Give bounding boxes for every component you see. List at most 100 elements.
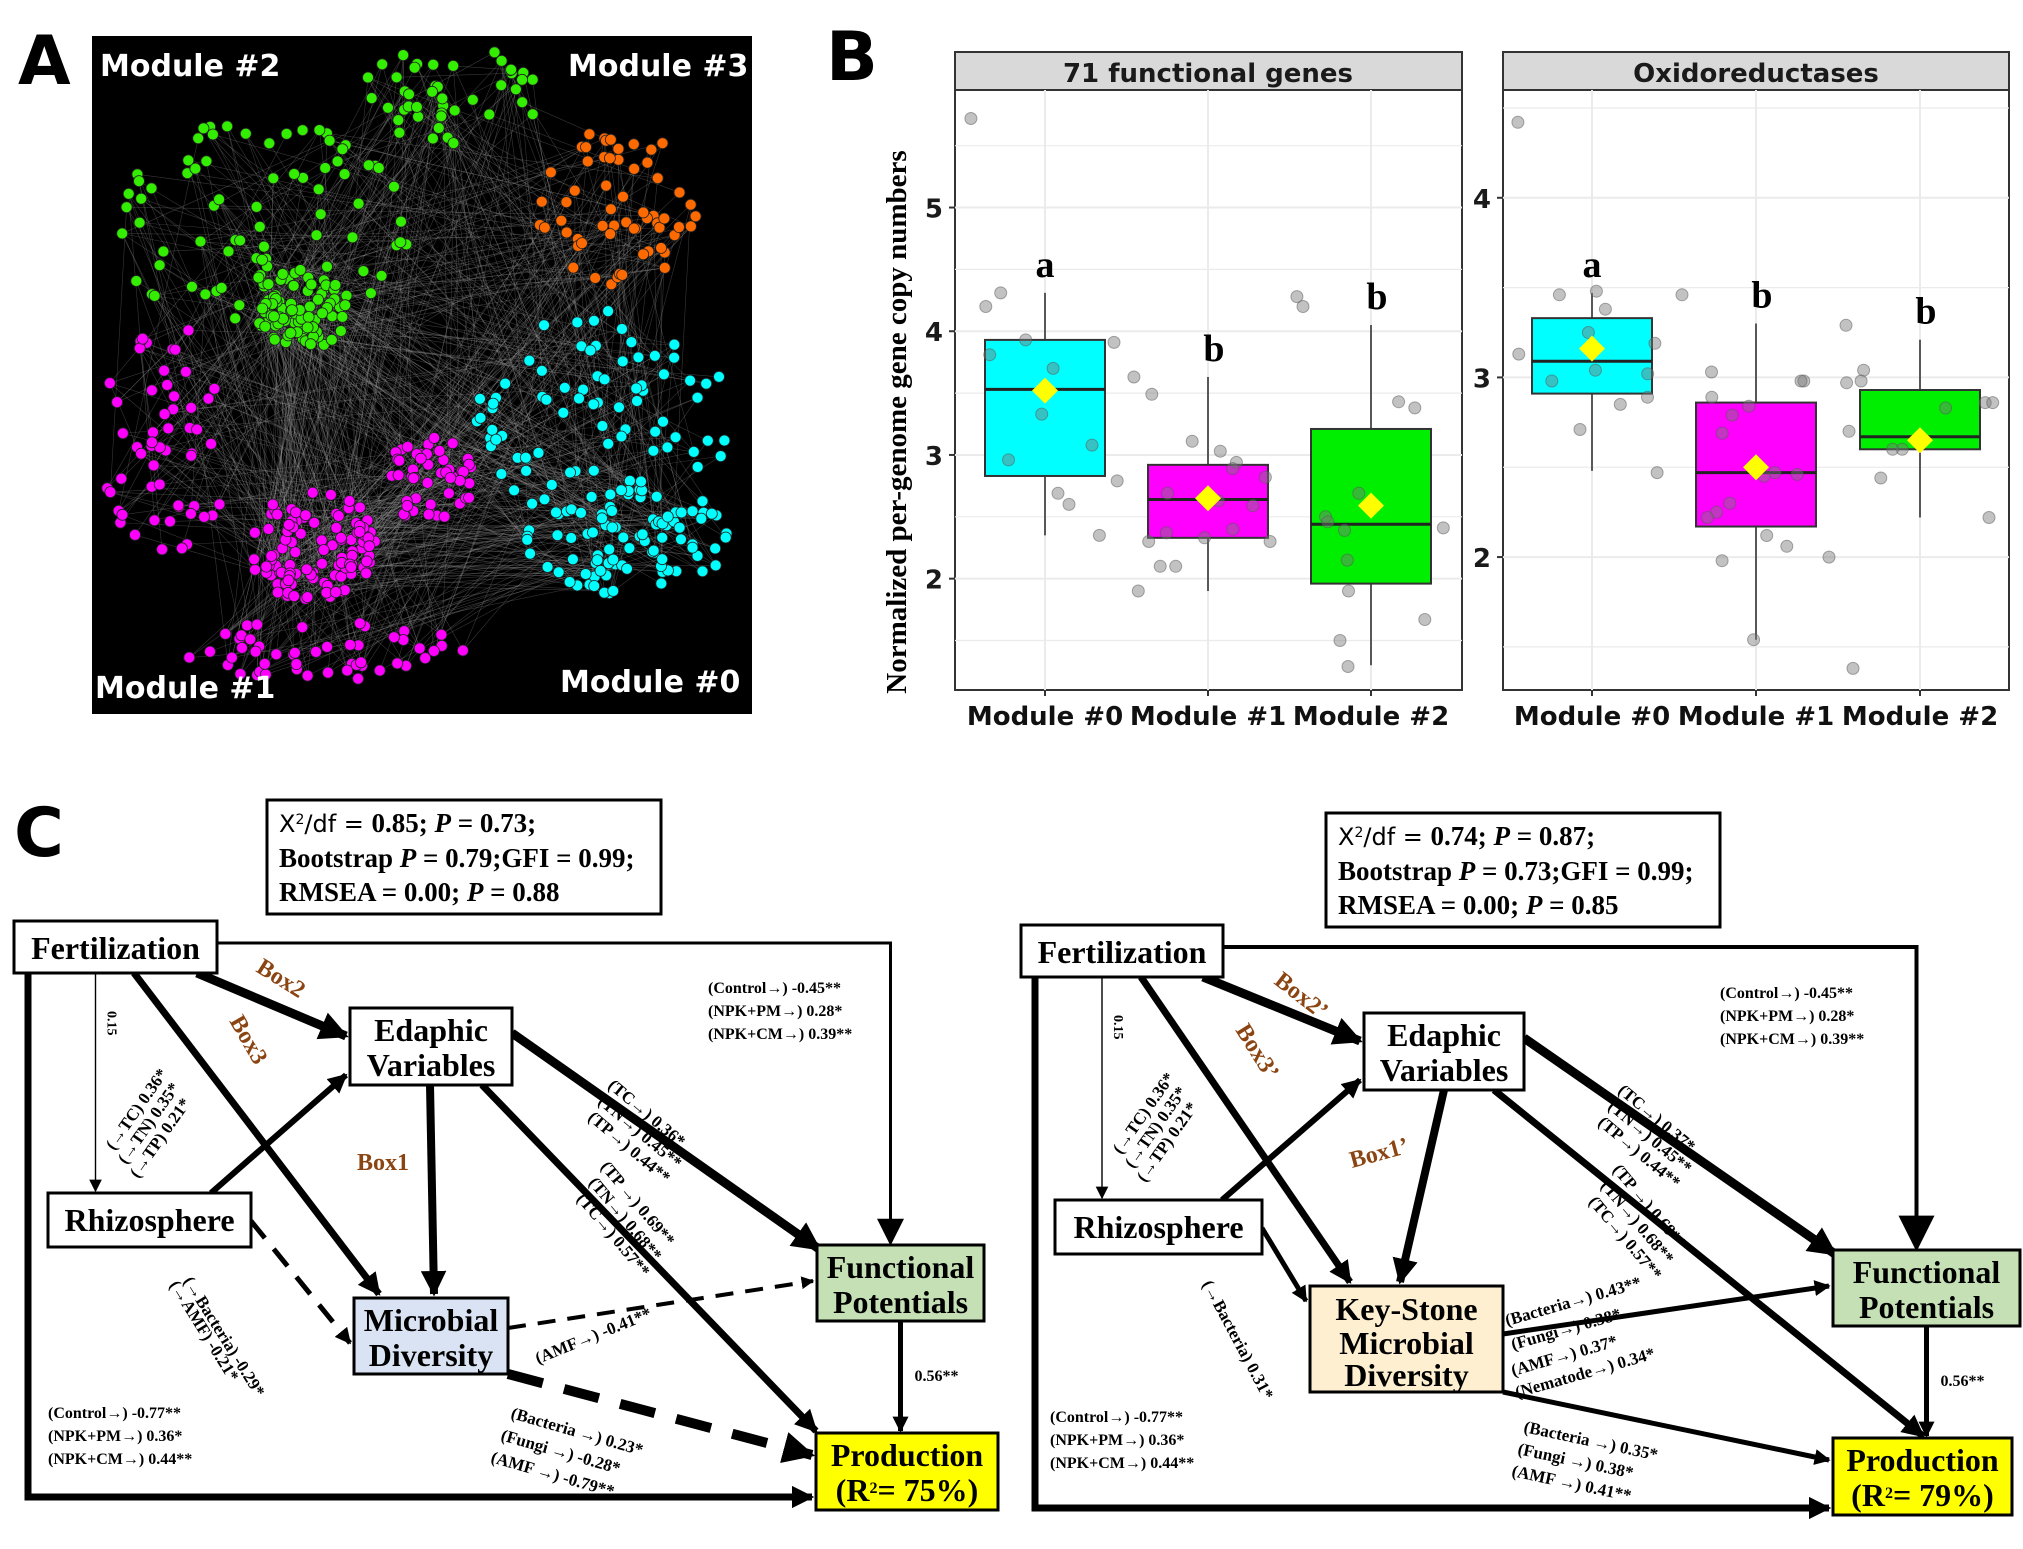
network-edge: [200, 157, 610, 242]
network-node-module-0: [714, 450, 727, 463]
network-edge: [653, 215, 663, 560]
network-edge: [359, 524, 606, 527]
path-rhizosphere-edaphic: [1220, 1077, 1362, 1203]
network-node-module-0: [635, 475, 647, 488]
network-node-module-1: [363, 540, 376, 553]
network-node-module-0: [563, 576, 576, 588]
node-production-label: Production: [831, 1437, 984, 1473]
network-edge: [673, 204, 691, 522]
network-edge: [326, 133, 658, 179]
network-edge: [313, 133, 328, 579]
network-node-module-1: [308, 516, 321, 529]
network-edge: [541, 201, 594, 405]
network-edge: [442, 105, 491, 439]
network-edge: [313, 572, 586, 575]
network-node-module-0: [668, 338, 681, 351]
network-node-module-1: [236, 642, 248, 654]
network-edge: [327, 481, 642, 673]
network-node-module-0: [617, 531, 630, 544]
network-edge: [122, 433, 433, 515]
network-node-module-1: [288, 590, 301, 602]
network-edge: [610, 284, 632, 343]
network-edge: [359, 460, 399, 508]
text-span: 2: [1354, 825, 1363, 841]
network-edge: [231, 299, 319, 658]
network-node-module-0: [587, 464, 600, 477]
network-node-module-0: [625, 336, 638, 349]
node-rhizosphere-label: Rhizosphere: [1073, 1209, 1243, 1245]
network-edge: [431, 91, 611, 507]
network-edge: [146, 342, 362, 663]
network-edge: [652, 252, 666, 520]
network-node-module-1: [169, 343, 182, 356]
network-edge: [359, 494, 611, 533]
network-node-module-0: [573, 392, 585, 405]
network-edge: [492, 185, 607, 409]
network-edge: [259, 226, 395, 638]
network-node-module-1: [248, 553, 261, 566]
network-node-module-0: [675, 506, 688, 519]
network-node-module-1: [306, 486, 319, 499]
network-edge: [257, 559, 573, 676]
network-edge: [363, 270, 530, 361]
network-edge: [164, 345, 596, 415]
network-edge: [453, 143, 527, 471]
network-edge: [323, 344, 720, 378]
network-edge: [302, 481, 642, 628]
network-node-module-1: [249, 645, 262, 658]
network-edge: [441, 113, 527, 471]
network-node-module-1: [145, 436, 158, 449]
network-edge: [141, 328, 623, 454]
network-node-module-0: [649, 425, 662, 438]
network-node-module-0: [508, 484, 520, 497]
network-edge: [629, 547, 698, 557]
network-edge: [167, 225, 615, 386]
network-node-module-1: [168, 390, 181, 403]
network-edge: [139, 348, 568, 512]
network-edge: [348, 242, 583, 574]
network-node-module-0: [499, 377, 512, 390]
network-edge: [302, 252, 665, 340]
network-node-module-0: [709, 542, 722, 555]
network-edge: [337, 114, 490, 162]
network-edge: [361, 267, 574, 549]
network-edge: [154, 146, 583, 297]
network-node-module-0: [650, 490, 663, 503]
network-node-module-0: [538, 493, 551, 506]
network-edge: [128, 193, 376, 542]
network-node-module-1: [344, 639, 357, 651]
network-edge: [122, 140, 330, 234]
network-edge: [367, 77, 572, 510]
network-node-module-1: [321, 641, 334, 653]
network-edge: [300, 269, 694, 453]
network-node-module-0: [701, 434, 714, 447]
network-edge: [214, 388, 278, 515]
network-node-module-0: [700, 377, 713, 390]
network-edge: [356, 501, 408, 666]
network-edge: [281, 60, 502, 573]
network-edge: [126, 207, 407, 666]
network-edge: [310, 234, 675, 345]
network-edge: [190, 294, 206, 514]
network-background: [92, 36, 752, 714]
network-node-module-1: [329, 586, 342, 598]
text-span: = 75%): [877, 1472, 978, 1508]
node-functional-label: Functional: [1853, 1254, 2001, 1290]
network-edge: [532, 114, 630, 549]
path-rhizosphere-microbial: [1259, 1226, 1309, 1303]
network-edge: [231, 584, 590, 658]
network-edge: [296, 186, 395, 665]
network-node-module-0: [632, 351, 645, 364]
network-edge: [357, 284, 612, 679]
network-edge: [122, 233, 675, 345]
network-edge: [186, 515, 717, 545]
network-edge: [328, 304, 539, 454]
coef-rhizosphere-microbial: (→Bacteria) -0.29*: [180, 1273, 269, 1400]
network-edge: [344, 116, 419, 306]
network-edge: [495, 397, 528, 537]
network-node-module-0: [536, 364, 548, 377]
sem-model-keystone: X2/df = 0.74; P = 0.87;Bootstrap P = 0.7…: [1019, 811, 2022, 1520]
network-node-module-1: [282, 518, 295, 531]
network-edge: [358, 203, 663, 524]
network-edge: [273, 337, 450, 494]
